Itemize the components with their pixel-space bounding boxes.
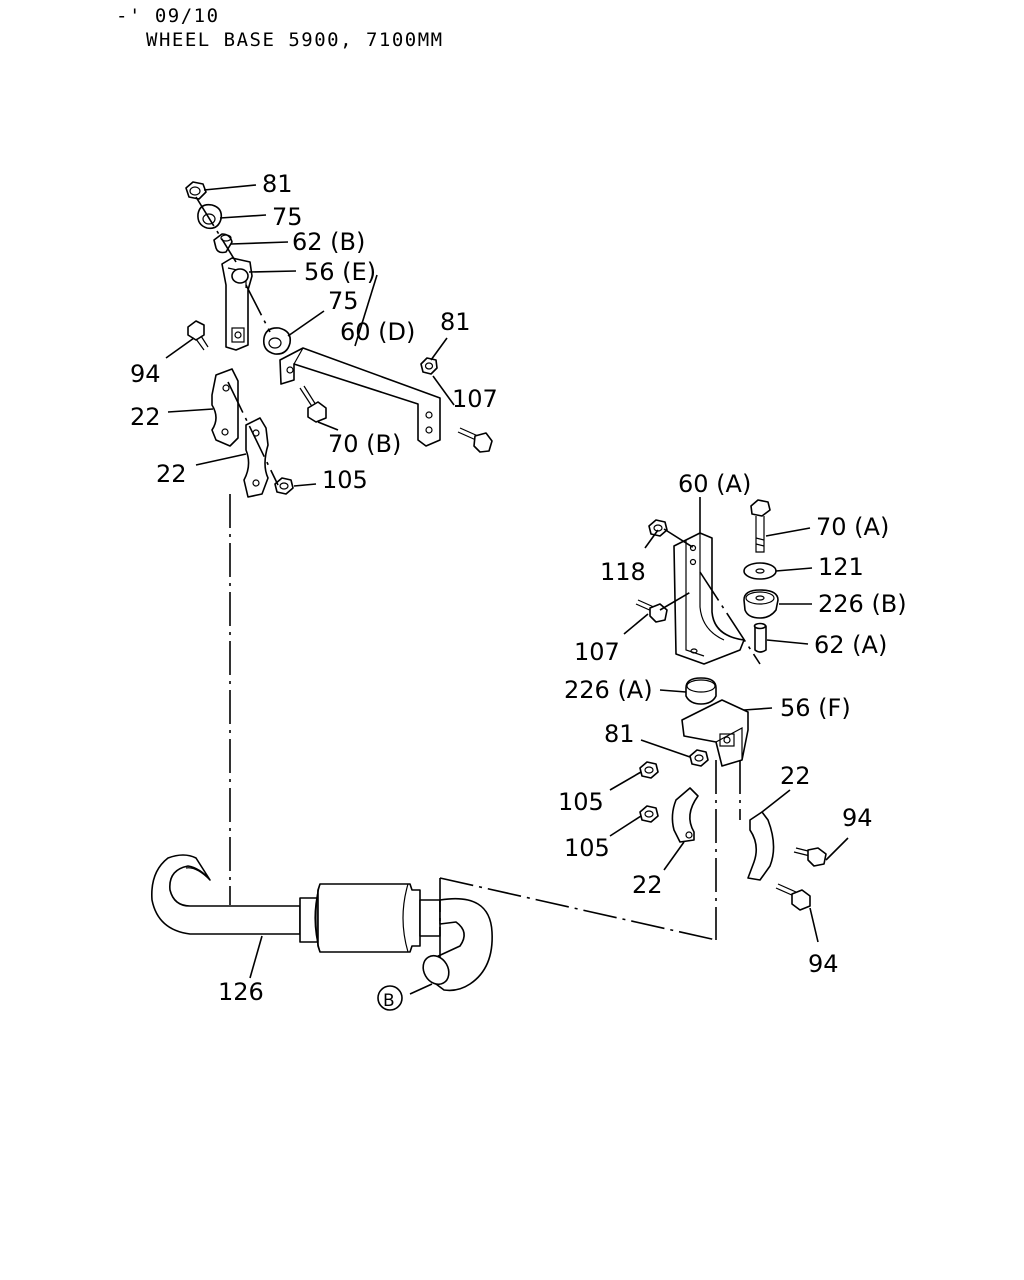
clamp-22-d	[671, 787, 699, 843]
bracket-60a	[673, 532, 745, 665]
bolt-94-b	[775, 883, 811, 911]
callout-22-b: 22	[156, 460, 187, 488]
reference-b-label: B	[383, 991, 395, 1011]
callout-107-top: 107	[452, 385, 498, 413]
rubber-bushing-75-top	[197, 203, 223, 230]
exhaust-pipe-126	[151, 854, 319, 943]
collar-62a	[753, 622, 767, 653]
bolt-107-right	[635, 599, 668, 623]
callout-126: 126	[218, 978, 264, 1006]
nut-105-b	[639, 805, 659, 823]
callout-105-a: 105	[558, 788, 604, 816]
tail-pipe-elbow	[422, 898, 493, 992]
header-line-1: -' 09/10	[116, 5, 220, 27]
callout-81-right: 81	[604, 720, 635, 748]
rubber-bushing-75-mid	[262, 327, 292, 355]
callout-22-c: 22	[780, 762, 811, 790]
clamp-22-c	[747, 811, 775, 881]
nut-81-top	[185, 181, 207, 200]
washer-121	[743, 562, 777, 580]
callout-56f: 56 (F)	[780, 694, 851, 722]
callout-75-mid: 75	[328, 287, 359, 315]
callout-94-left: 94	[130, 360, 161, 388]
callout-226a: 226 (A)	[564, 676, 653, 704]
nut-81-mid	[420, 357, 438, 375]
callout-121: 121	[818, 553, 864, 581]
callout-70a: 70 (A)	[816, 513, 889, 541]
bolt-70a	[750, 499, 771, 553]
hanger-56e	[221, 257, 253, 351]
nut-105-a	[639, 761, 659, 779]
rubber-mount-226a	[685, 677, 717, 705]
callout-105-top: 105	[322, 466, 368, 494]
callout-22-d: 22	[632, 871, 663, 899]
bolt-94-a	[793, 847, 827, 867]
callout-107-right: 107	[574, 638, 620, 666]
rubber-mount-226b	[743, 589, 779, 619]
callout-81-top: 81	[262, 170, 293, 198]
callout-105-b: 105	[564, 834, 610, 862]
muffler	[314, 883, 441, 953]
callout-62b: 62 (B)	[292, 228, 365, 256]
bolt-94-left	[187, 320, 209, 351]
nut-105-top	[274, 477, 294, 495]
callout-22-a: 22	[130, 403, 161, 431]
bracket-60d	[279, 347, 441, 447]
callout-81-mid: 81	[440, 308, 471, 336]
callout-62a: 62 (A)	[814, 631, 887, 659]
callout-60a: 60 (A)	[678, 470, 751, 498]
callout-75-top: 75	[272, 203, 303, 231]
callout-118: 118	[600, 558, 646, 586]
callout-70b: 70 (B)	[328, 430, 401, 458]
callout-94-a: 94	[842, 804, 873, 832]
callout-226b: 226 (B)	[818, 590, 907, 618]
nut-118	[648, 519, 668, 537]
clamp-22-b	[243, 417, 269, 498]
hanger-56f	[681, 699, 749, 767]
nut-81-right	[689, 749, 709, 767]
clamp-22-a	[211, 368, 239, 447]
bolt-107-top	[457, 427, 493, 453]
header-line-2: WHEEL BASE 5900, 7100MM	[146, 29, 444, 51]
callout-94-b: 94	[808, 950, 839, 978]
reference-b-marker	[377, 985, 403, 1011]
callout-60d: 60 (D)	[340, 318, 415, 346]
bolt-70b	[299, 385, 327, 423]
callout-56e: 56 (E)	[304, 258, 376, 286]
